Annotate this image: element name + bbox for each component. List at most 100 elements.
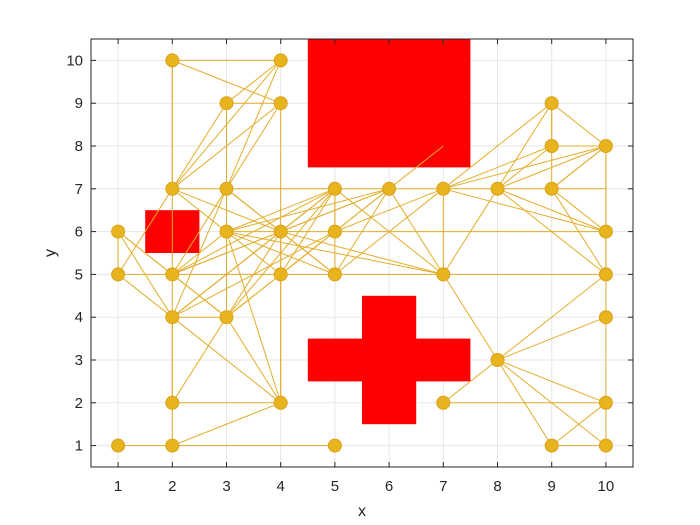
graph-node [273, 395, 288, 410]
graph-node [165, 53, 180, 68]
graph-node [273, 53, 288, 68]
graph-edge [280, 188, 336, 232]
y-tick-label: 3 [75, 352, 83, 369]
graph-node [544, 139, 559, 153]
y-tick-label: 9 [75, 95, 83, 112]
graph-edge [388, 145, 444, 190]
y-tick-label: 5 [75, 266, 83, 283]
graph-node [436, 267, 451, 282]
graph-node [273, 267, 288, 282]
graph-edge [117, 188, 173, 275]
graph-edge [551, 102, 607, 147]
graph-node [598, 310, 613, 325]
graph-node [598, 438, 613, 453]
graph-edge [497, 359, 607, 446]
y-tick-label: 7 [75, 181, 83, 198]
graph-node [165, 438, 180, 453]
graph-edge [443, 188, 607, 233]
graph-edge [280, 231, 444, 275]
x-tick-label: 9 [548, 478, 556, 495]
graph-node [544, 181, 559, 196]
graph-nodes [111, 53, 613, 453]
graph-node [598, 224, 613, 239]
graph-edge [171, 316, 227, 404]
y-tick-label: 8 [75, 138, 83, 155]
graph-node [165, 181, 180, 196]
graph-node [327, 224, 342, 239]
x-tick-label: 6 [385, 478, 393, 495]
graph-node [327, 267, 342, 282]
graph-edge [226, 60, 282, 189]
graph-edge [226, 188, 282, 232]
graph-edge [551, 145, 607, 190]
graph-edge [334, 188, 444, 233]
graph-edge [442, 274, 498, 361]
x-axis-label: x [358, 503, 366, 520]
graph-edge [497, 359, 553, 446]
x-tick-label: 2 [168, 478, 176, 495]
x-tick-label: 5 [331, 478, 339, 495]
y-tick-label: 4 [75, 309, 83, 326]
graph-edge [280, 231, 336, 275]
graph-edge [226, 316, 282, 404]
graph-node [165, 395, 180, 410]
obstacle-top-block [307, 39, 471, 168]
graph-node [165, 267, 180, 282]
graph-node [327, 181, 342, 196]
graph-edge [442, 359, 498, 404]
x-tick-label: 1 [114, 478, 122, 495]
graph-node [219, 181, 234, 196]
graph-edge [226, 231, 282, 275]
graph-node [598, 267, 613, 282]
graph-edge [226, 60, 282, 104]
graph-node [111, 438, 126, 453]
graph-node [598, 395, 613, 410]
graph-node [544, 96, 559, 111]
graph-edge [171, 274, 227, 318]
graph-node [219, 310, 234, 325]
graph-edge [172, 59, 281, 104]
graph-node [219, 96, 234, 111]
x-tick-label: 7 [439, 478, 447, 495]
graph-edge [226, 231, 444, 275]
graph-edge [117, 274, 173, 318]
y-tick-label: 1 [75, 438, 83, 455]
graph-edge [172, 402, 281, 447]
graph-edge [443, 145, 552, 190]
graph-edge [171, 316, 282, 404]
y-tick-label: 10 [66, 52, 83, 69]
y-axis-label: y [42, 249, 59, 257]
graph-node [111, 267, 126, 282]
graph-edge [334, 188, 390, 232]
graph-edge [497, 316, 607, 361]
graph-edge [172, 188, 281, 233]
graph-node [219, 224, 234, 239]
graph-edge [443, 145, 607, 190]
axes-frame [90, 38, 634, 468]
graph-node [165, 310, 180, 325]
y-axis-ticks: 1 2 3 4 5 6 7 8 9 10 [66, 52, 633, 455]
graph-edges [117, 59, 607, 447]
graph-edge [226, 231, 282, 318]
y-tick-label: 2 [75, 395, 83, 412]
graph-node [544, 438, 559, 453]
graph-edge [497, 188, 607, 275]
graph-edge [226, 102, 282, 190]
graph-edge [117, 231, 173, 318]
y-tick-label: 6 [75, 224, 83, 241]
graph-node [598, 139, 613, 153]
graph-edge [497, 102, 553, 190]
graph-edge [171, 188, 227, 232]
graph-edge [226, 231, 282, 403]
graph-edge [497, 188, 607, 233]
graph-node [273, 224, 288, 239]
x-tick-label: 4 [277, 478, 285, 495]
x-tick-label: 3 [222, 478, 230, 495]
x-tick-label: 8 [493, 478, 501, 495]
graph-node [327, 438, 342, 453]
graph-edge [171, 102, 227, 190]
obstacle-cross-vertical [362, 295, 417, 425]
graph-edge [171, 231, 227, 275]
